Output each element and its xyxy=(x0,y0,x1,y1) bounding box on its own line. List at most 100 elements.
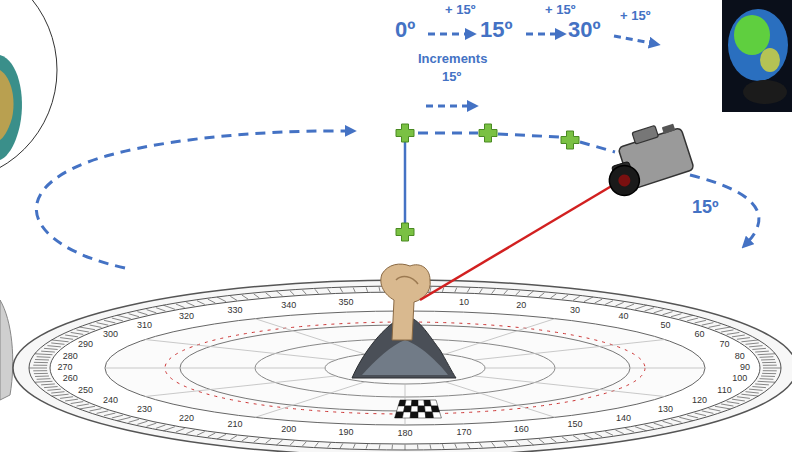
dial-number: 250 xyxy=(77,386,94,396)
dial-tick xyxy=(290,291,294,295)
position-cross xyxy=(396,223,414,241)
dial-tick xyxy=(573,436,580,440)
inset-specimen xyxy=(728,9,788,81)
dial-tick xyxy=(551,438,557,442)
dial-tick xyxy=(37,378,51,380)
dial-tick xyxy=(97,323,109,326)
dial-tick xyxy=(230,296,237,300)
dial-number: 10 xyxy=(458,298,470,308)
dial-ray xyxy=(145,376,336,397)
dial-tick xyxy=(679,417,693,420)
dial-tick xyxy=(77,330,89,332)
dial-ray xyxy=(105,368,325,369)
dial-tick xyxy=(539,439,544,443)
dial-tick xyxy=(595,299,602,303)
dial-ray xyxy=(255,382,365,418)
dial-tick xyxy=(290,441,294,445)
dial-tick xyxy=(104,320,115,323)
inset-image xyxy=(722,0,792,112)
dial-number: 110 xyxy=(716,386,732,396)
dial-tick xyxy=(186,302,194,306)
dial-tick xyxy=(635,427,647,431)
dial-number: 60 xyxy=(693,330,705,340)
dial-tick xyxy=(654,423,664,426)
dial-ray xyxy=(445,319,555,355)
dial-number: 140 xyxy=(615,414,632,424)
dial-tick xyxy=(71,402,84,404)
dial-tick xyxy=(33,370,47,371)
dial-tick xyxy=(752,387,766,388)
dial-tick xyxy=(129,314,139,317)
dial-tick xyxy=(353,444,355,448)
dial-tick xyxy=(504,290,508,294)
dial-number: 20 xyxy=(515,301,527,311)
dial-tick xyxy=(702,323,714,326)
dial-tick xyxy=(51,343,64,344)
dial-tick xyxy=(721,404,733,406)
dial-tick xyxy=(71,332,84,334)
dial-tick xyxy=(112,415,123,418)
dial-tick xyxy=(79,406,95,409)
angle-label: 30º xyxy=(568,18,601,42)
dial-tick xyxy=(762,362,776,363)
dial-tick xyxy=(467,287,470,292)
dial-ray xyxy=(445,382,555,418)
dial-ray xyxy=(474,340,665,361)
dial-number: 270 xyxy=(56,363,73,373)
dial-tick xyxy=(758,353,776,355)
dial-number: 280 xyxy=(62,352,79,362)
dial-tick xyxy=(645,308,654,311)
orbit-arc xyxy=(36,131,352,268)
dial-tick xyxy=(745,343,758,344)
scale-checkerboard xyxy=(395,400,442,418)
dial-tick xyxy=(117,417,131,420)
dial-tick xyxy=(47,346,60,347)
dial-tick xyxy=(35,381,53,383)
dial-tick xyxy=(573,296,580,300)
dial-ray xyxy=(485,368,705,369)
dial-tick xyxy=(615,430,623,434)
dial-tick xyxy=(33,365,47,366)
dial-tick xyxy=(605,301,613,305)
dial-tick xyxy=(663,421,673,424)
dial-number: 90 xyxy=(739,363,751,373)
angle-label: 15º xyxy=(692,198,719,218)
dial-tick xyxy=(392,445,393,449)
dial-tick xyxy=(379,444,381,448)
dial-tick xyxy=(90,325,102,327)
dial-tick xyxy=(758,381,776,383)
dial-tick xyxy=(527,291,533,296)
dial-tick xyxy=(52,394,69,396)
dial-tick xyxy=(35,353,53,355)
specimen-stand xyxy=(362,340,448,375)
dial-tick xyxy=(760,378,774,380)
dial-number: 190 xyxy=(337,428,354,438)
dial-tick xyxy=(112,318,123,321)
dial-tick xyxy=(645,425,654,428)
dial-tick xyxy=(763,370,777,371)
dial-tick xyxy=(687,415,698,418)
position-cross xyxy=(561,131,579,149)
dial-tick xyxy=(763,368,781,369)
dial-number: 240 xyxy=(102,396,119,406)
dial-tick xyxy=(442,287,443,291)
dial-tick xyxy=(230,436,237,440)
dial-tick xyxy=(492,442,495,446)
dial-tick xyxy=(663,312,673,315)
dial-number: 120 xyxy=(691,396,708,406)
dial-tick xyxy=(562,437,568,441)
dial-tick xyxy=(217,434,226,439)
checker-cell xyxy=(432,412,441,418)
dial-tick xyxy=(47,389,60,390)
increment-arrow xyxy=(426,105,474,108)
checker-cell xyxy=(430,400,438,406)
dial-tick xyxy=(65,399,78,401)
orbit-arc xyxy=(580,142,615,152)
dial-number: 50 xyxy=(659,321,671,331)
checker-cell xyxy=(395,412,404,418)
dial-tick xyxy=(197,301,205,305)
dial-tick xyxy=(44,387,58,388)
dial-tick xyxy=(217,297,226,302)
dial-tick xyxy=(117,315,131,318)
